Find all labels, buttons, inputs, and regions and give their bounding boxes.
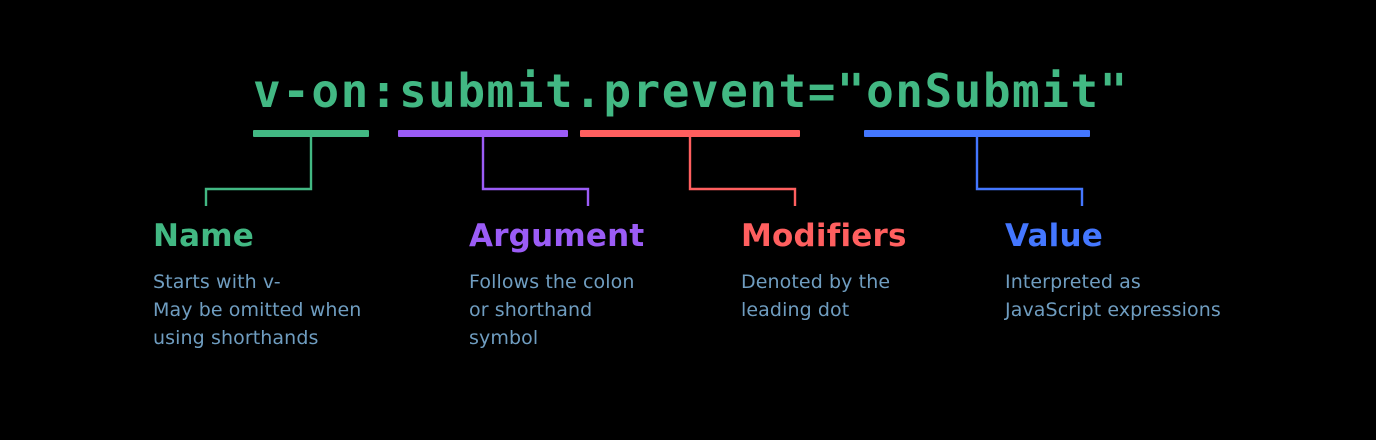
legend-description-name: Starts with v- May be omitted when using… [153, 271, 362, 349]
underline-bar-argument [398, 130, 568, 137]
legend-description-argument: Follows the colon or shorthand symbol [469, 271, 635, 349]
code-expression: v-on:submit.prevent="onSubmit" [253, 64, 1129, 118]
connector-line-modifiers [688, 137, 797, 206]
legend-column-modifiers: Modifiers Denoted by the leading dot [741, 218, 907, 324]
underline-bar-modifiers [580, 130, 800, 137]
legend-description-modifiers: Denoted by the leading dot [741, 271, 891, 321]
connector-line-argument [481, 137, 590, 206]
connector-line-name [204, 137, 313, 206]
legend-description-value: Interpreted as JavaScript expressions [1005, 271, 1221, 321]
legend-heading-value: Value [1005, 218, 1103, 254]
legend-column-argument: Argument Follows the colon or shorthand … [469, 218, 644, 352]
legend-column-value: Value Interpreted as JavaScript expressi… [1005, 218, 1221, 324]
legend-heading-name: Name [153, 218, 254, 254]
legend-column-name: Name Starts with v- May be omitted when … [153, 218, 361, 352]
legend-heading-modifiers: Modifiers [741, 218, 907, 254]
legend-heading-argument: Argument [469, 218, 645, 254]
underline-bar-name [253, 130, 369, 137]
connector-line-value [975, 137, 1084, 206]
underline-bar-value [864, 130, 1090, 137]
